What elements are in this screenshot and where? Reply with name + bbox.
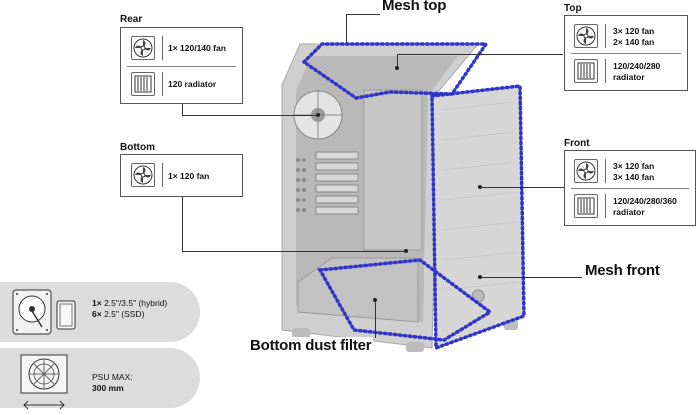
drive-spec-line-2: 6× 2.5" (SSD) (92, 309, 144, 319)
hdd-icon (12, 289, 52, 335)
leader-line (480, 277, 582, 278)
drive-spec-line-1: 1× 2.5"/3.5" (hybrid) (92, 298, 167, 308)
leader-line (480, 187, 564, 188)
drives-pill: 1× 2.5"/3.5" (hybrid) 6× 2.5" (SSD) (0, 282, 200, 342)
leader-dot (373, 298, 377, 302)
leader-dot (395, 66, 399, 70)
top-spec-card: 3× 120 fan 2× 140 fan 120/240/280 radiat… (564, 15, 688, 91)
divider (605, 59, 606, 83)
divider (162, 72, 163, 96)
leader-line (346, 14, 347, 44)
leader-line (397, 54, 563, 55)
radiator-icon (574, 194, 598, 218)
divider (162, 36, 163, 60)
divider (605, 24, 606, 48)
psu-max-value: 300 mm (92, 383, 124, 393)
divider (571, 53, 681, 54)
front-fan-spec-2: 3× 140 fan (613, 172, 655, 182)
drive-spec-ssd: 2.5" (SSD) (101, 309, 145, 319)
rear-spec-card: 1× 120/140 fan 120 radiator (120, 27, 243, 104)
bottom-fan-spec: 1× 120 fan (168, 171, 210, 181)
front-fan-spec-1: 3× 120 fan (613, 161, 655, 171)
leader-dot (478, 275, 482, 279)
psu-max-label: PSU MAX: (92, 372, 133, 382)
leader-dot (316, 113, 320, 117)
width-arrow-icon (22, 400, 66, 410)
divider (127, 66, 236, 67)
front-spec-card: 3× 120 fan 3× 140 fan 120/240/280/360 ra… (564, 150, 696, 226)
divider (571, 188, 689, 189)
leader-line (182, 104, 183, 116)
bottom-title: Bottom (120, 142, 155, 153)
top-title: Top (564, 3, 582, 14)
drive-count-ssd: 6× (92, 309, 102, 319)
top-radiator-spec-2: radiator (613, 72, 645, 82)
leader-line (397, 54, 398, 68)
fan-icon (131, 36, 155, 60)
pc-case-illustration (268, 30, 530, 360)
front-title: Front (564, 138, 590, 149)
leader-line (182, 115, 318, 116)
leader-line (182, 251, 406, 252)
radiator-icon (131, 72, 155, 96)
front-radiator-spec-2: radiator (613, 207, 645, 217)
leader-line (375, 300, 376, 338)
front-radiator-spec-1: 120/240/280/360 (613, 196, 677, 206)
top-fan-spec-2: 2× 140 fan (613, 37, 655, 47)
drive-spec-hybrid: 2.5"/3.5" (hybrid) (101, 298, 168, 308)
divider (162, 163, 163, 187)
rear-radiator-spec: 120 radiator (168, 79, 217, 89)
divider (605, 159, 606, 183)
fan-icon (574, 24, 598, 48)
bottom-dust-filter-label: Bottom dust filter (248, 337, 374, 354)
divider (605, 194, 606, 218)
rear-fan-spec: 1× 120/140 fan (168, 43, 226, 53)
psu-icon (20, 354, 68, 394)
top-radiator-spec-1: 120/240/280 (613, 61, 661, 71)
leader-dot (478, 185, 482, 189)
fan-icon (131, 163, 155, 187)
leader-dot (404, 249, 408, 253)
leader-line (182, 197, 183, 252)
mesh-front-label: Mesh front (583, 262, 662, 279)
rear-title: Rear (120, 14, 143, 25)
psu-pill: PSU MAX: 300 mm (0, 348, 200, 410)
radiator-icon (574, 59, 598, 83)
bottom-spec-card: 1× 120 fan (120, 154, 243, 197)
top-fan-spec-1: 3× 120 fan (613, 26, 655, 36)
drive-count-hybrid: 1× (92, 298, 102, 308)
mesh-top-label: Mesh top (380, 0, 449, 14)
fan-icon (574, 159, 598, 183)
leader-line (346, 14, 380, 15)
ssd-icon (56, 300, 76, 330)
